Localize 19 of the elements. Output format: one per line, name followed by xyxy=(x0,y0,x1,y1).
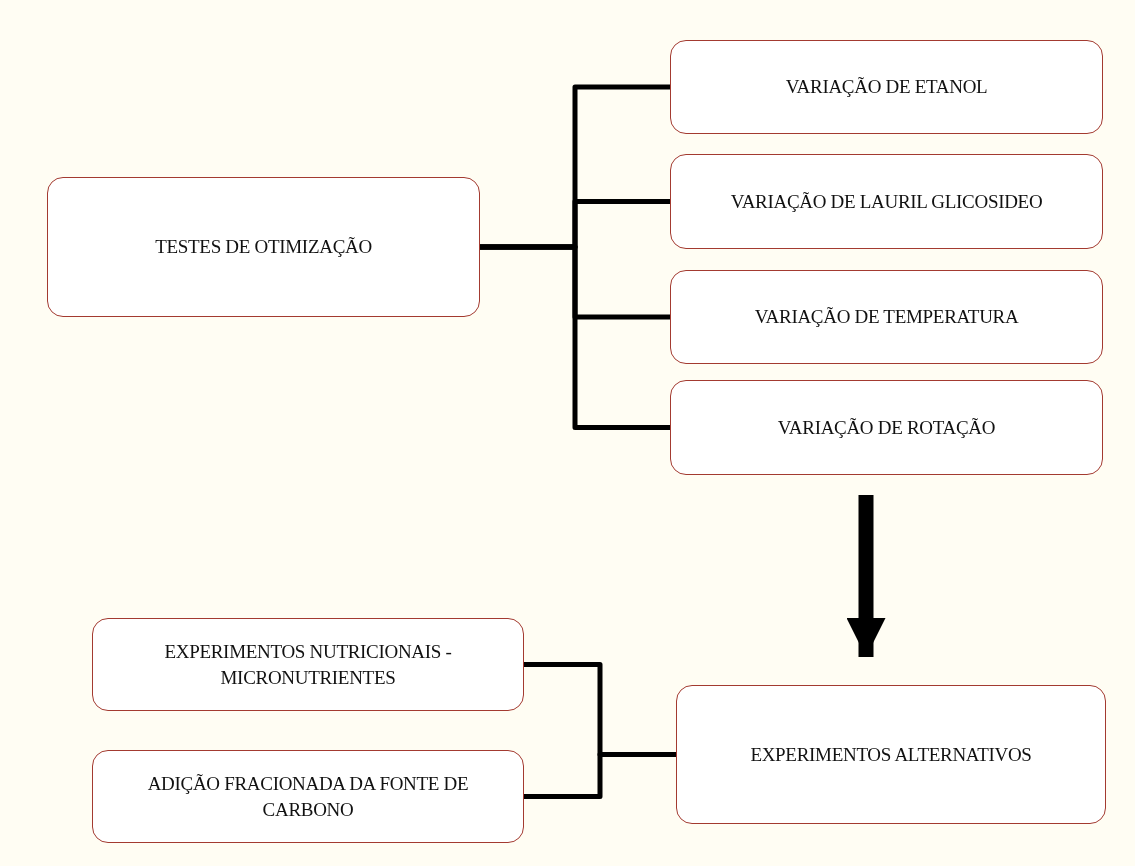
process-box xyxy=(676,685,1106,824)
process-box xyxy=(670,270,1103,364)
box-label: VARIAÇÃO DE TEMPERATURA xyxy=(754,305,1019,330)
box-label: TESTES DE OTIMIZAÇÃO xyxy=(155,235,372,260)
box-label: EXPERIMENTOS NUTRICIONAIS - MICRONUTRIENTES xyxy=(163,639,453,690)
process-box xyxy=(670,154,1103,249)
brace-line xyxy=(480,244,670,430)
box-label: VARIAÇÃO DE ROTAÇÃO xyxy=(777,415,996,440)
arrow xyxy=(846,495,886,657)
process-box xyxy=(92,618,524,711)
box-label: EXPERIMENTOS ALTERNATIVOS xyxy=(750,742,1032,767)
process-box xyxy=(92,750,524,843)
box-label: ADIÇÃO FRACIONADA DA FONTE DE CARBONO xyxy=(146,771,470,822)
brace-line xyxy=(524,752,676,799)
process-box xyxy=(670,380,1103,475)
process-box xyxy=(670,40,1103,134)
box-label: VARIAÇÃO DE LAURIL GLICOSIDEO xyxy=(730,189,1043,214)
box-label: VARIAÇÃO DE ETANOL xyxy=(785,75,988,100)
process-box xyxy=(47,177,480,317)
